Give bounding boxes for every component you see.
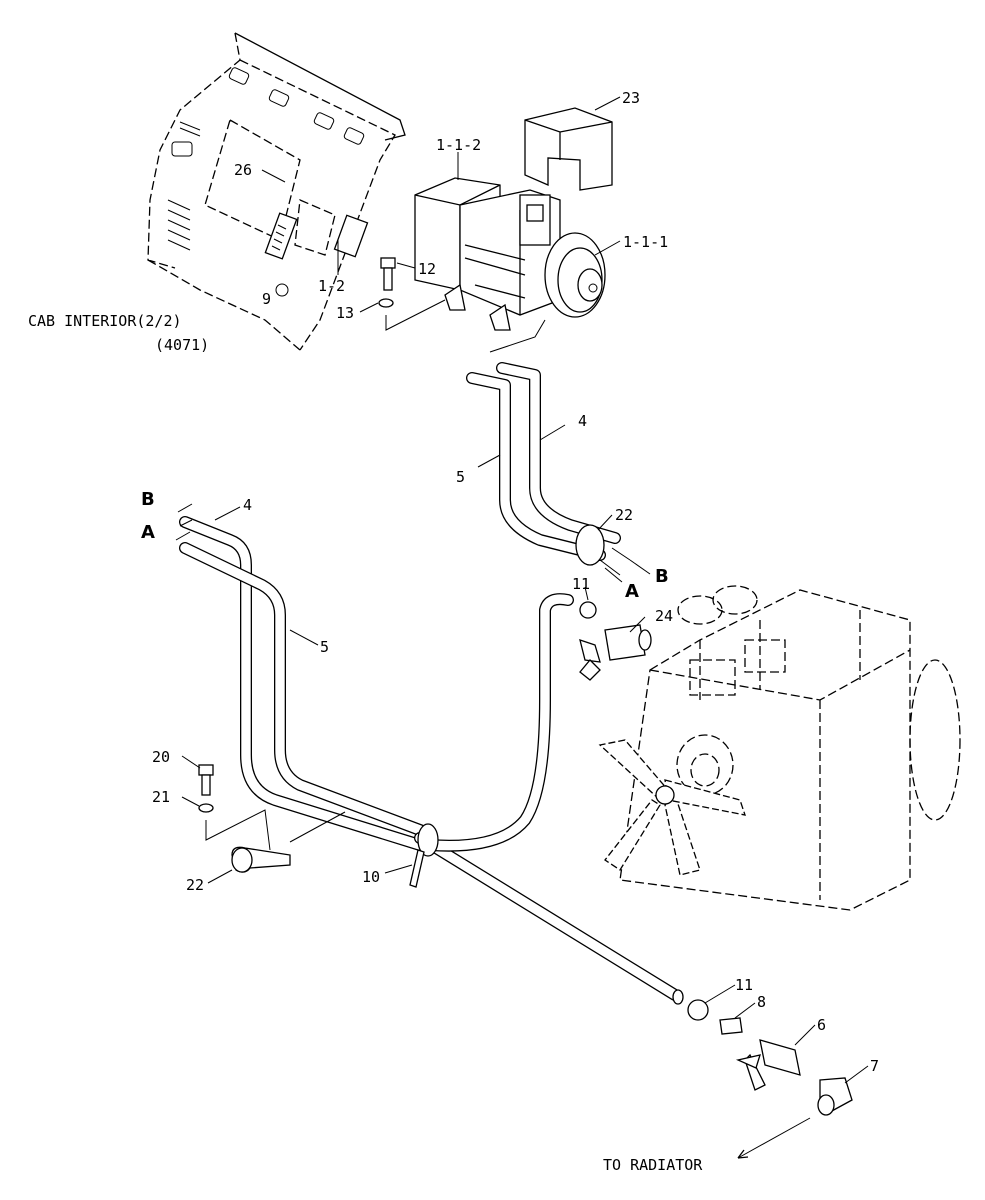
label-9: 9 xyxy=(262,290,271,308)
cab-interior-panel xyxy=(147,32,406,351)
label-5-upper: 5 xyxy=(456,468,465,486)
heater-unit xyxy=(414,177,606,331)
label-cab-interior-ref: (4071) xyxy=(155,336,209,354)
label-22-upper: 22 xyxy=(615,506,633,524)
label-cab-interior: CAB INTERIOR(2/2) xyxy=(28,312,182,330)
lower-hoses xyxy=(175,503,684,1005)
label-7: 7 xyxy=(870,1057,879,1075)
clip-11-upper xyxy=(579,601,597,619)
cock-6 xyxy=(735,1039,801,1091)
bolt-12 xyxy=(380,257,396,291)
label-20: 20 xyxy=(152,748,170,766)
valve-24 xyxy=(579,624,652,681)
leader-lines xyxy=(181,96,869,1159)
label-8: 8 xyxy=(757,993,766,1011)
elbow-7 xyxy=(817,1077,853,1116)
label-21: 21 xyxy=(152,788,170,806)
label-24: 24 xyxy=(655,607,673,625)
washer-21 xyxy=(198,803,214,813)
washer-13 xyxy=(378,298,394,308)
label-to-radiator: TO RADIATOR xyxy=(603,1156,703,1174)
label-b-left: B xyxy=(141,489,155,510)
nipple-8 xyxy=(719,1017,743,1035)
callout-labels: 23 1-1-2 1-1-1 26 12 1-2 9 13 CAB INTERI… xyxy=(28,89,879,1174)
label-11-upper: 11 xyxy=(572,575,590,593)
label-11-lower: 11 xyxy=(735,976,753,994)
label-23: 23 xyxy=(622,89,640,107)
label-1-1-2: 1-1-2 xyxy=(436,136,481,154)
leader-21-to-clamp xyxy=(205,809,271,851)
engine-block xyxy=(598,585,961,911)
label-5-lower: 5 xyxy=(320,638,329,656)
label-4-upper: 4 xyxy=(578,412,587,430)
bolt-20 xyxy=(198,764,214,796)
label-10: 10 xyxy=(362,868,380,886)
label-a-left: A xyxy=(141,522,155,543)
label-a-right: A xyxy=(625,581,639,602)
clip-11-lower xyxy=(687,999,709,1021)
label-6: 6 xyxy=(817,1016,826,1034)
label-b-right: B xyxy=(655,566,669,587)
label-1-2: 1-2 xyxy=(318,277,345,295)
leader-13-to-heater xyxy=(385,299,446,331)
label-26: 26 xyxy=(234,161,252,179)
tie-band-10 xyxy=(409,823,439,888)
label-22-lower: 22 xyxy=(186,876,204,894)
label-13: 13 xyxy=(336,304,354,322)
label-4-lower: 4 xyxy=(243,496,252,514)
clamp-22-lower xyxy=(231,846,291,873)
cover-block-23 xyxy=(524,107,613,191)
label-1-1-1: 1-1-1 xyxy=(623,233,668,251)
label-12: 12 xyxy=(418,260,436,278)
upper-hoses xyxy=(466,319,631,576)
